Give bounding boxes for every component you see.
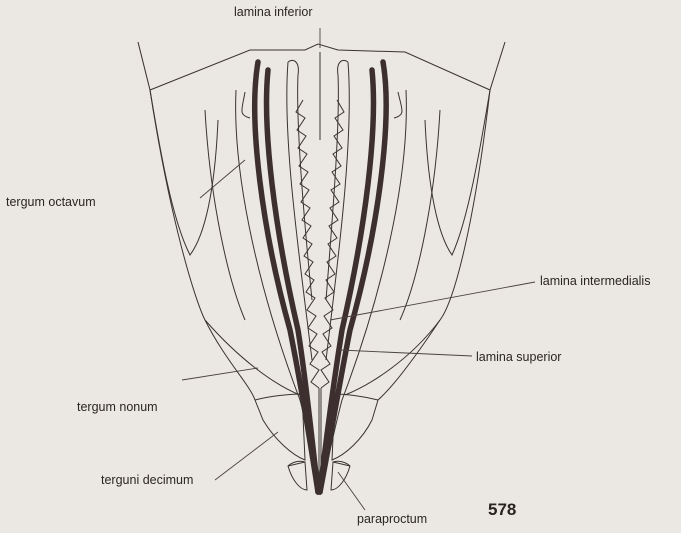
label-lamina-intermedialis: lamina intermedialis xyxy=(540,274,650,288)
label-lamina-inferior: lamina inferior xyxy=(234,5,313,19)
label-paraproctum: paraproctum xyxy=(357,512,427,526)
label-tergum-nonum: tergum nonum xyxy=(77,400,158,414)
label-lamina-superior: lamina superior xyxy=(476,350,561,364)
figure-number: 578 xyxy=(488,500,516,519)
label-tergum-decimum: terguni decimum xyxy=(101,473,193,487)
label-tergum-octavum: tergum octavum xyxy=(6,195,96,209)
